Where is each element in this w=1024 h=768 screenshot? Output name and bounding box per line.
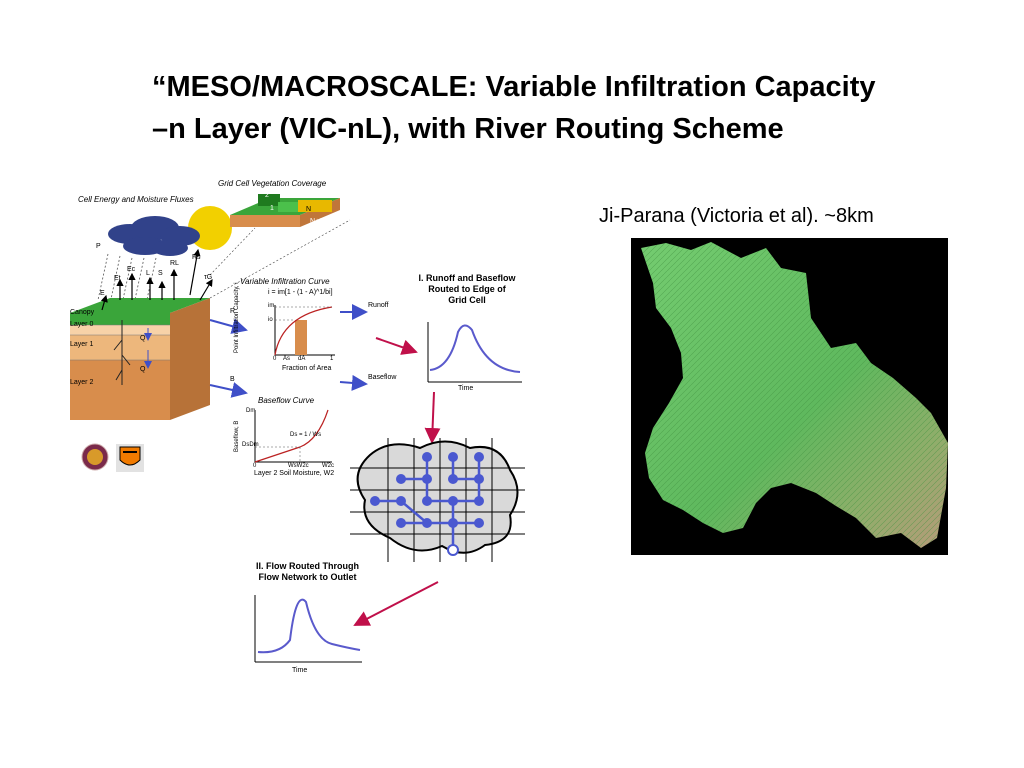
- title-line-2: –n Layer (VIC-nL), with River Routing Sc…: [152, 113, 784, 145]
- flux-l-label: L: [146, 270, 150, 277]
- flow-box-title-1: II. Flow Routed Through: [256, 561, 359, 571]
- university-seal-icon: [81, 443, 109, 471]
- runoff-label: Runoff: [368, 302, 389, 309]
- infiltration-plot: [274, 305, 335, 356]
- infiltration-tick-1: 1: [330, 356, 334, 362]
- infiltration-io: io: [268, 317, 273, 323]
- flow-box-xlabel: Time: [292, 667, 308, 674]
- flux-b-label: B: [230, 376, 235, 383]
- flux-et-label: Et: [114, 275, 121, 282]
- cell-fluxes-label: Cell Energy and Moisture Fluxes: [78, 195, 194, 204]
- diagram-graphics: [70, 194, 525, 663]
- runoff-box-title-2: Routed to Edge of: [428, 284, 506, 294]
- runoff-box-title-1: I. Runoff and Baseflow: [418, 273, 516, 283]
- baseflow-label: Baseflow: [368, 374, 397, 381]
- baseflow-plot: [254, 409, 332, 463]
- rain-icon: [97, 253, 157, 305]
- flux-tg-label: τG: [204, 274, 213, 281]
- infiltration-tick-0: 0: [273, 356, 277, 362]
- routing-network: [350, 438, 525, 562]
- baseflow-y-dm: Dm: [246, 408, 256, 414]
- princeton-shield-icon: [116, 444, 144, 472]
- baseflow-annotation: Ds = 1 / Ws: [290, 432, 322, 438]
- layer-2-label: Layer 2: [70, 379, 94, 386]
- baseflow-tick-ws: WsW2c: [288, 463, 309, 469]
- veg-label-n: N: [306, 206, 312, 213]
- infiltration-tick-da: dA: [298, 356, 306, 362]
- infiltration-tick-as: As: [283, 356, 291, 362]
- outlet-hydrograph: [254, 595, 362, 663]
- infiltration-equation: i = im[1 - (1 - A)^1/bi]: [268, 289, 333, 296]
- infiltration-im: im: [268, 303, 275, 309]
- layer-1-label: Layer 1: [70, 341, 94, 348]
- canopy-label: Canopy: [70, 309, 95, 316]
- flux-ec-label: Ec: [127, 266, 136, 273]
- flux-r-label: R: [230, 308, 236, 315]
- veg-label-2: 2: [265, 192, 269, 199]
- runoff-box-title: I. Runoff and Baseflow Routed to Edge of…: [412, 273, 522, 306]
- runoff-hydrograph: [427, 322, 522, 383]
- cloud-icon: [108, 216, 200, 256]
- flux-q1-label: Q: [140, 335, 146, 342]
- flux-p-label: P: [96, 243, 101, 250]
- flux-q2-label: Q: [140, 366, 146, 373]
- flow-box-title: II. Flow Routed Through Flow Network to …: [240, 561, 375, 583]
- basin-terrain-graphic: [641, 242, 948, 548]
- flux-rs-label: Rs: [192, 254, 201, 261]
- veg-label-n1: N+1: [310, 218, 324, 225]
- baseflow-xlabel: Layer 2 Soil Moisture, W2: [254, 470, 335, 477]
- flux-e-label: E: [100, 290, 105, 297]
- baseflow-y-dsdm: DsDm: [242, 442, 259, 448]
- map-caption: Ji-Parana (Victoria et al). ~8km: [599, 205, 874, 227]
- vegetation-coverage-block: [230, 194, 340, 227]
- infiltration-ylabel: Point Infiltration Capacity, i: [234, 282, 240, 353]
- outlet-node: [447, 544, 459, 556]
- slide-title: “MESO/MACROSCALE: Variable Infiltration …: [152, 66, 1022, 150]
- flux-arrows: [100, 248, 213, 311]
- baseflow-ylabel: Baseflow, B: [234, 420, 240, 452]
- basin-map: [631, 238, 948, 555]
- infiltration-curve-title: Variable Infiltration Curve: [240, 277, 330, 286]
- title-line-1: “MESO/MACROSCALE: Variable Infiltration …: [152, 71, 876, 103]
- runoff-box-title-3: Grid Cell: [448, 295, 486, 305]
- flow-box-title-2: Flow Network to Outlet: [258, 572, 357, 582]
- soil-column: [70, 298, 210, 420]
- flux-s-label: S: [158, 270, 163, 277]
- baseflow-tick-0: 0: [253, 463, 257, 469]
- baseflow-curve-title: Baseflow Curve: [258, 396, 315, 405]
- layer-0-label: Layer 0: [70, 321, 94, 328]
- veg-label-1: 1: [270, 205, 274, 212]
- flux-rl-label: RL: [170, 260, 179, 267]
- baseflow-tick-w2c: W2c: [322, 463, 334, 469]
- infiltration-xlabel: Fraction of Area: [282, 365, 332, 372]
- runoff-box-xlabel: Time: [458, 385, 474, 392]
- sun-icon: [188, 206, 232, 250]
- vegetation-coverage-label: Grid Cell Vegetation Coverage: [218, 179, 327, 188]
- vic-diagram: Cell Energy and Moisture Fluxes Grid Cel…: [70, 170, 560, 690]
